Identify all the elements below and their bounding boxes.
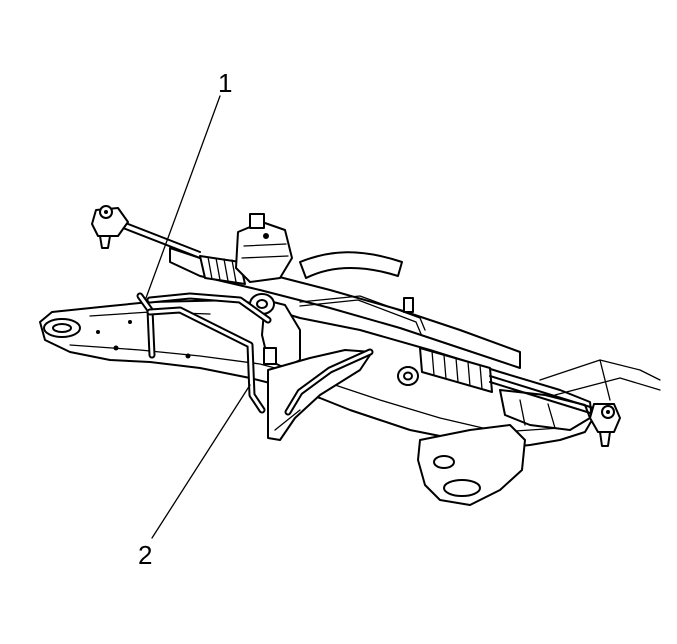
left-tie-rod [91,205,201,259]
rack-bolt-lower [263,347,277,365]
front-subframe [39,299,661,506]
pinion-valve-body [235,213,293,283]
left-bellows-boot [199,255,246,285]
steering-rack [169,213,521,393]
callout-2-label: 2 [138,540,152,570]
callout-1-leader [145,95,221,299]
callout-1-label: 1 [218,68,232,98]
pressure-hose [136,292,266,414]
return-hose [146,292,374,416]
splash-shield [267,349,373,441]
right-bellows-boot [419,347,493,393]
rack-bolt [403,297,414,313]
callout-2-leader [151,384,251,539]
right-tie-rod [489,375,621,447]
